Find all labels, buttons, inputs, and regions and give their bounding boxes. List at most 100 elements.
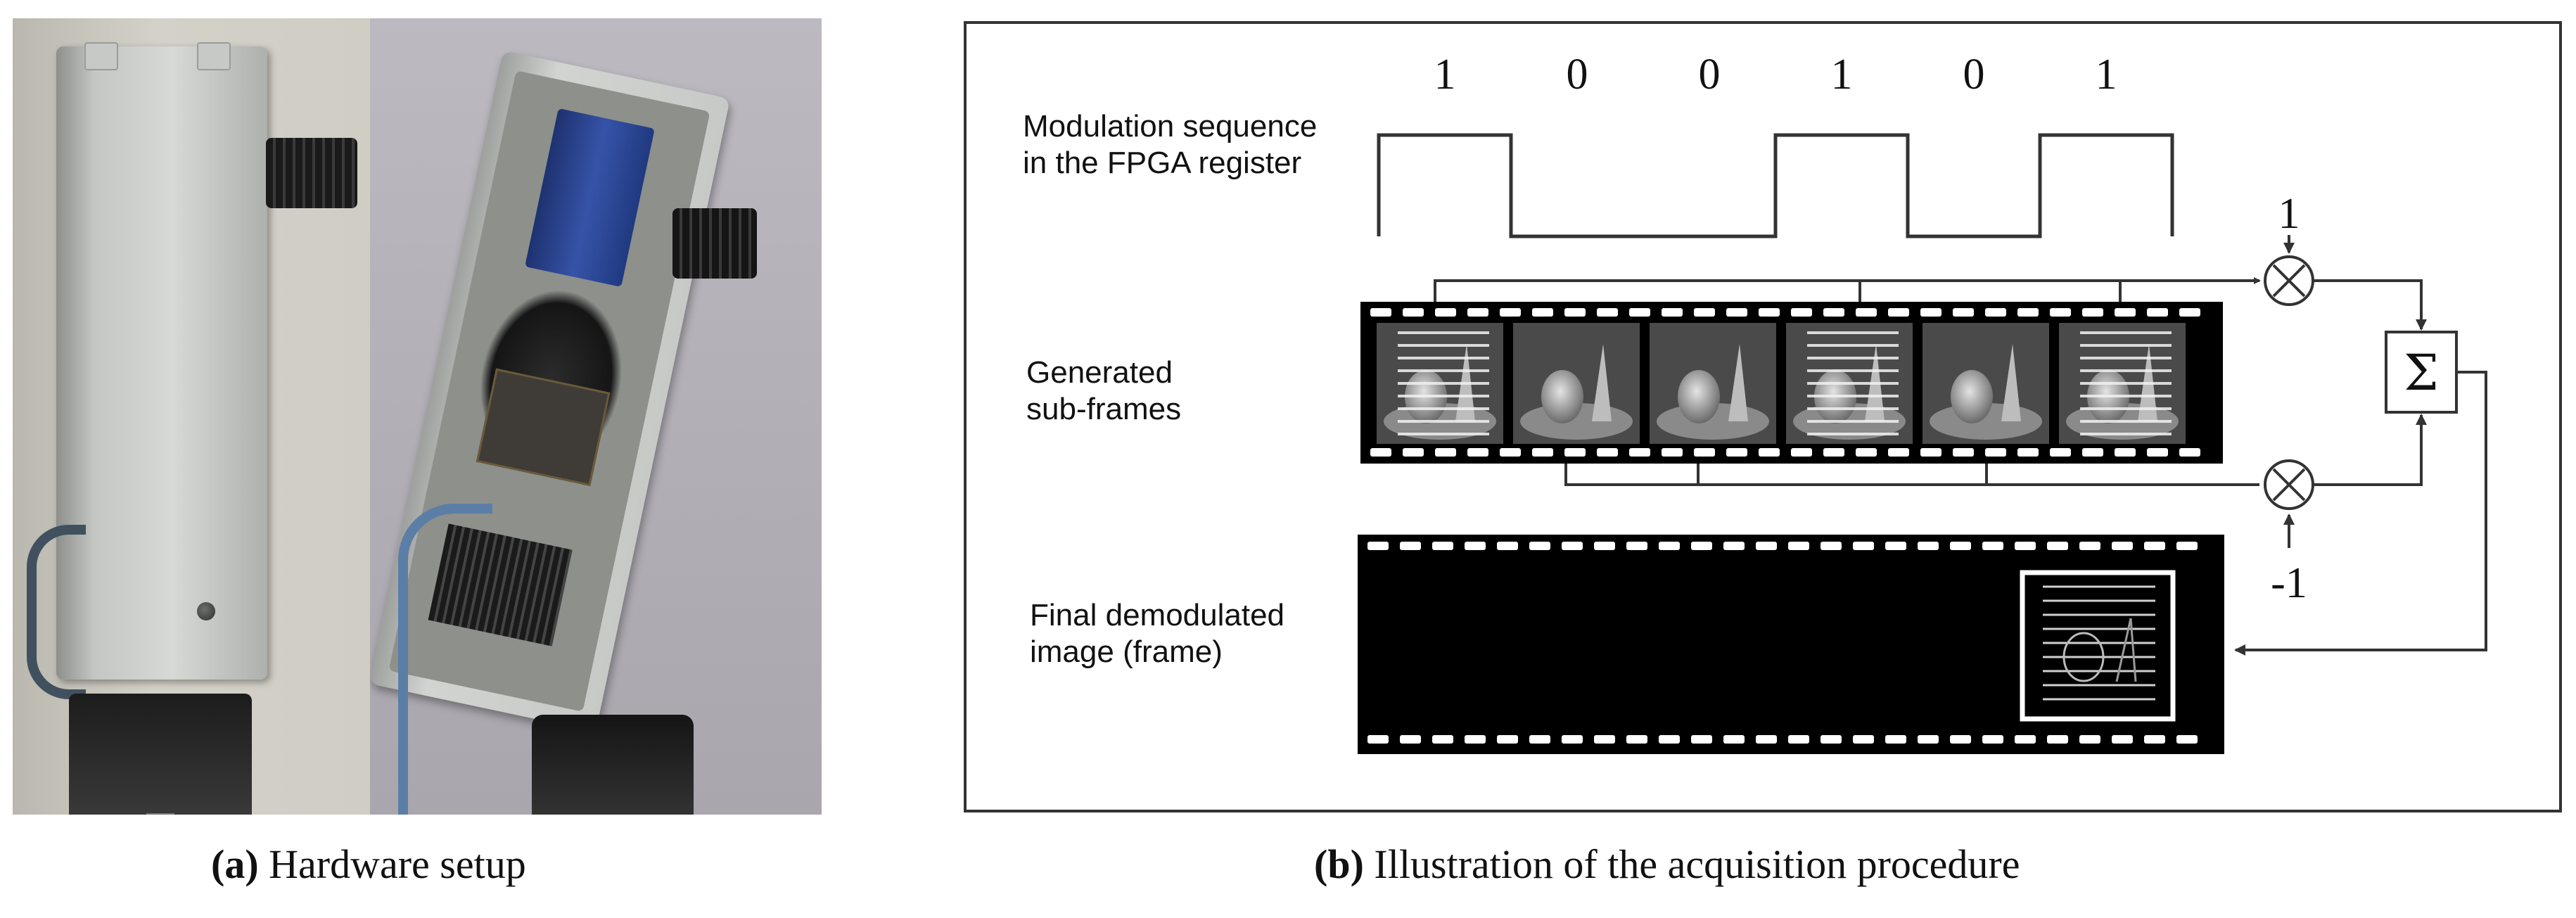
film-perforation [1791,308,1812,317]
film-perforation [1532,308,1553,317]
film-perforation [1465,735,1486,744]
summation-block [2385,331,2458,414]
subframe-thumbnail [1923,323,2049,444]
film-perforation [2047,735,2068,744]
film-perforation [1367,735,1389,744]
to-sum-negative [2314,414,2427,486]
closed-enclosure [56,42,267,680]
camera-module [525,108,655,287]
film-perforation [1403,448,1424,457]
subframe-thumbnail [1377,323,1503,444]
film-perforation [1726,308,1747,317]
film-perforation [1662,448,1683,457]
modulation-bit-label: 0 [1699,51,1721,98]
film-perforation [2082,308,2103,317]
film-perforation [1465,542,1486,550]
film-perforation [1888,308,1909,317]
film-perforation [1788,542,1809,550]
film-perforation [2112,542,2133,550]
tripod-head [532,715,694,815]
subframe-thumbnail [1786,323,1913,444]
film-perforation [1691,542,1712,550]
film-perforation [1400,735,1421,744]
film-perforation [2050,448,2071,457]
blue-cable [398,504,492,815]
screw [197,602,215,620]
film-perforation [1694,308,1715,317]
film-perforation [1403,308,1424,317]
film-perforation [1982,735,2003,744]
film-perforation [1920,448,1941,457]
film-perforation [2015,542,2036,550]
film-perforation [1597,308,1618,317]
film-perforation [1400,542,1421,550]
subframe-thumbnail [2059,323,2186,444]
film-perforation [1694,448,1715,457]
film-perforation [1500,308,1521,317]
label-modulation-sequence: Modulation sequence in the FPGA register [1023,109,1318,180]
film-perforation [1370,308,1391,317]
film-perforation [1856,448,1877,457]
film-perforation [1435,308,1456,317]
film-perforation [1659,735,1680,744]
subframe-film-strip [1360,302,2223,464]
caption-a-text: Hardware setup [258,841,526,887]
film-perforation [2147,448,2168,457]
caption-a-letter: (a) [211,841,259,887]
film-perforation [1918,735,1939,744]
film-perforation [2179,308,2200,317]
sum-symbol: Σ [2404,344,2439,402]
label-generated-subframes: Generated sub-frames [1026,355,1182,426]
photo-closed-camera-box [13,18,370,815]
film-perforation [1953,308,1974,317]
film-perforation [1856,308,1877,317]
photo-open-camera-box [370,18,822,815]
film-perforation [1853,735,1874,744]
film-perforation [1497,542,1518,550]
film-perforation [1982,542,2003,550]
film-perforation [1532,448,1553,457]
caption-a: (a) Hardware setup [211,841,526,888]
film-perforation [1626,735,1647,744]
film-perforation [2147,308,2168,317]
subframe-thumbnail [1650,323,1776,444]
film-perforation [1885,735,1906,744]
film-perforation [2015,735,2036,744]
film-perforation [1629,308,1650,317]
film-perforation [2144,542,2165,550]
film-perforation [1918,542,1939,550]
film-perforation [1597,448,1618,457]
multiply-node-positive [2264,255,2314,306]
film-perforation [2115,308,2136,317]
caption-b: (b) Illustration of the acquisition proc… [1314,841,2020,888]
film-perforation [1756,735,1777,744]
sum-output [2234,371,2487,656]
film-perforation [1759,308,1780,317]
film-perforation [1562,735,1583,744]
film-perforation [1662,308,1683,317]
film-perforation [1985,448,2006,457]
mount-tab [84,42,118,70]
caption-b-letter: (b) [1314,841,1364,887]
modulation-bit-label: 0 [1963,51,1985,98]
hardware-photo-panel [13,18,822,815]
film-perforations [1367,542,2198,744]
film-perforation [2112,735,2133,744]
caption-b-text: Illustration of the acquisition procedur… [1363,841,2020,887]
film-perforations [1370,308,2200,457]
acquisition-diagram: Modulation sequence in the FPGA register… [964,21,2562,812]
modulation-square-wave [1377,133,2174,238]
camera-lens [672,208,757,279]
film-perforation [1791,448,1812,457]
film-perforation [1950,542,1971,550]
film-perforation [1788,735,1809,744]
film-perforation [1920,308,1941,317]
film-perforation [2144,735,2165,744]
to-sum-positive [2314,279,2427,331]
film-perforation [1953,448,1974,457]
mount-tab [197,42,231,70]
film-perforation [2179,448,2200,457]
modulation-bit-label: 1 [1831,51,1853,98]
film-perforation [1950,735,1971,744]
film-perforation [1823,308,1844,317]
